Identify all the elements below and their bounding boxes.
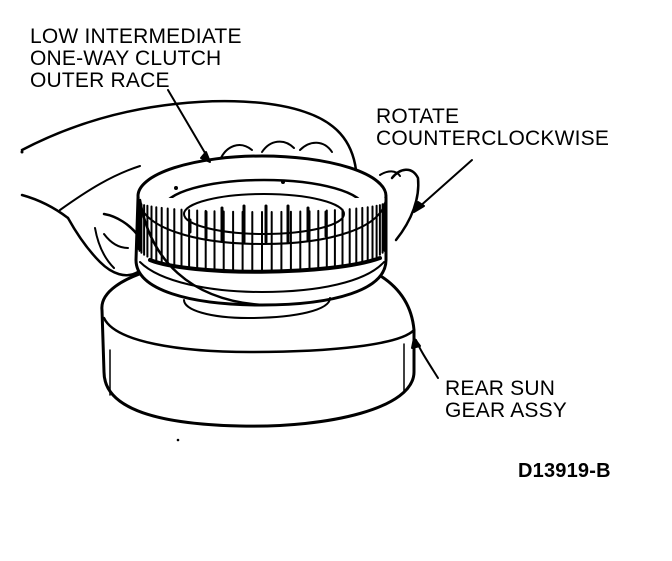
- inner-hub: [183, 193, 345, 319]
- sun-gear-label: REAR SUN GEAR ASSY: [445, 378, 567, 422]
- figure-code: D13919-B: [518, 460, 611, 482]
- clutch-race-label-line: LOW INTERMEDIATE: [30, 25, 242, 48]
- rotate-label-line: COUNTERCLOCKWISE: [376, 127, 610, 150]
- sun-gear-label-line: GEAR ASSY: [445, 399, 568, 422]
- sun-gear-label-line: REAR SUN: [445, 377, 556, 400]
- rotate-label-line: ROTATE: [376, 105, 460, 128]
- outer-race-ring: [134, 154, 388, 307]
- clutch-race-label: LOW INTERMEDIATE ONE-WAY CLUTCH OUTER RA…: [30, 26, 242, 92]
- hand-drawing: [20, 99, 420, 277]
- clutch-race-label-line: OUTER RACE: [30, 69, 170, 92]
- rotate-direction-label: ROTATE COUNTERCLOCKWISE: [376, 106, 609, 150]
- leader-lines: [167, 89, 473, 379]
- clutch-race-label-line: ONE-WAY CLUTCH: [30, 47, 222, 70]
